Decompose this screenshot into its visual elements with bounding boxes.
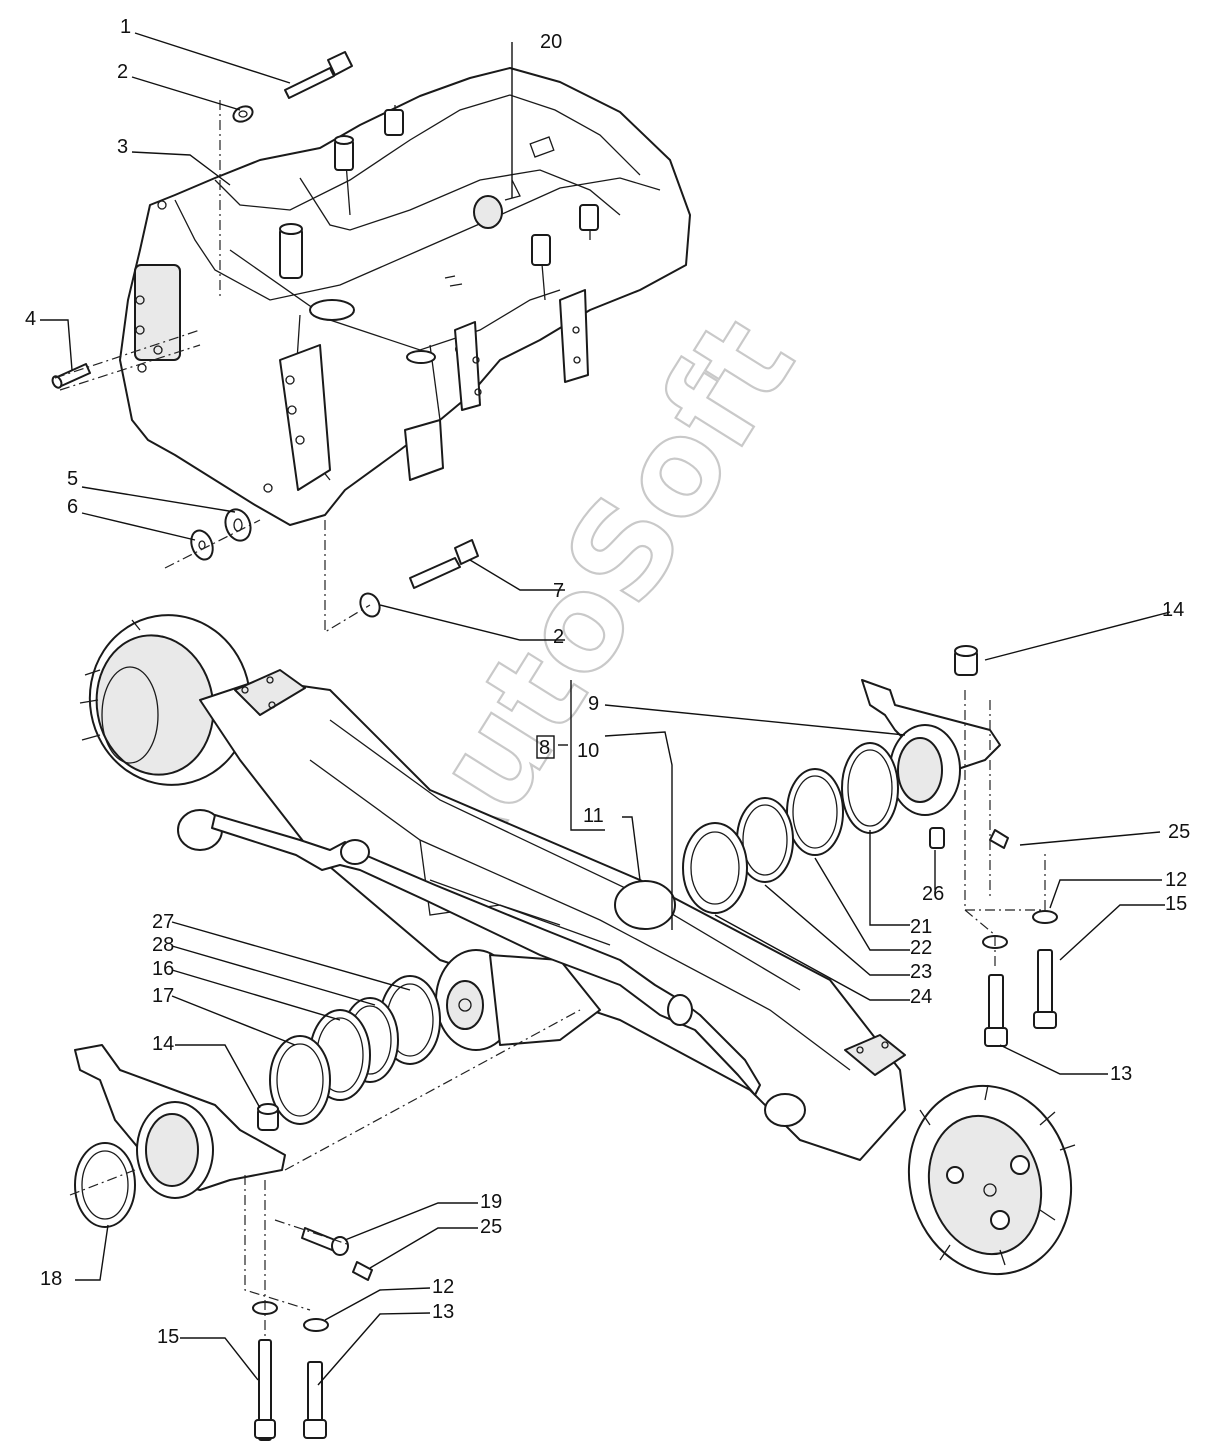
bolt-15-left xyxy=(254,1339,276,1441)
callout-2: 2 xyxy=(117,61,128,83)
callout-1: 1 xyxy=(120,16,131,38)
callout-18: 18 xyxy=(40,1268,62,1290)
callout-6: 6 xyxy=(67,496,78,518)
bushing-14-top xyxy=(954,645,978,676)
grease-nipple-25-top xyxy=(989,829,1009,849)
callout-12-right: 12 xyxy=(1165,869,1187,891)
callout-27: 27 xyxy=(152,911,174,933)
callout-20: 20 xyxy=(540,31,562,53)
callout-9: 9 xyxy=(588,693,599,715)
callout-16: 16 xyxy=(152,958,174,980)
callout-17: 17 xyxy=(152,985,174,1007)
washers-12-right xyxy=(982,910,1058,949)
bushing-14-lower xyxy=(257,1103,279,1131)
callout-28: 28 xyxy=(152,934,174,956)
pivot-support-rear xyxy=(74,1044,286,1199)
callout-7: 7 xyxy=(553,580,564,602)
bolt-19 xyxy=(301,1227,349,1256)
washers-5-6 xyxy=(190,508,252,561)
grease-nipple-25-lower xyxy=(352,1261,373,1281)
bolt-26 xyxy=(929,827,945,849)
callout-19: 19 xyxy=(480,1191,502,1213)
bolt-15-right xyxy=(1033,949,1057,1029)
washers-12-left xyxy=(252,1301,329,1332)
callout-14-right: 14 xyxy=(1162,599,1184,621)
callout-2-lower: 2 xyxy=(553,626,564,648)
dowel-pin-4 xyxy=(51,363,91,389)
front-axle-housing xyxy=(79,614,1076,1276)
callout-11: 11 xyxy=(583,805,604,827)
callout-13-right: 13 xyxy=(1110,1063,1132,1085)
callout-14-left: 14 xyxy=(152,1033,174,1055)
bolt-7 xyxy=(409,539,479,589)
callout-13-left: 13 xyxy=(432,1301,454,1323)
tie-rod xyxy=(211,814,761,1096)
box-callout-8 xyxy=(536,735,555,759)
bolt-13-left xyxy=(303,1361,327,1439)
callout-25-right: 25 xyxy=(1168,821,1190,843)
frame-plug xyxy=(473,195,503,229)
bolt-13-right xyxy=(984,974,1008,1047)
callout-21: 21 xyxy=(910,916,932,938)
callout-15-right: 15 xyxy=(1165,893,1187,915)
bolt-1 xyxy=(284,51,353,99)
rings-21-24 xyxy=(682,742,899,914)
callout-24: 24 xyxy=(910,986,932,1008)
callout-10: 10 xyxy=(577,740,599,762)
callout-4: 4 xyxy=(25,308,36,330)
axle-support-frame xyxy=(119,67,691,526)
callout-26: 26 xyxy=(922,883,944,905)
callout-22: 22 xyxy=(910,937,932,959)
callout-15-left: 15 xyxy=(157,1326,179,1348)
callout-25-left: 25 xyxy=(480,1216,502,1238)
leader-lines xyxy=(40,32,1171,1386)
callout-8: 8 xyxy=(539,737,550,759)
callout-5: 5 xyxy=(67,468,78,490)
seal-ring-18 xyxy=(74,1142,136,1228)
callout-labels: 1 2 3 4 5 6 7 2 20 14 9 8 10 11 25 12 15… xyxy=(25,16,1190,1348)
callout-12-left: 12 xyxy=(432,1276,454,1298)
assembly-axes xyxy=(54,100,1046,1340)
rings-16-17-27-28 xyxy=(269,975,441,1125)
callout-3: 3 xyxy=(117,136,128,158)
callout-23: 23 xyxy=(910,961,932,983)
washer-2-top xyxy=(232,105,254,123)
pivot-support-front xyxy=(861,679,1001,849)
